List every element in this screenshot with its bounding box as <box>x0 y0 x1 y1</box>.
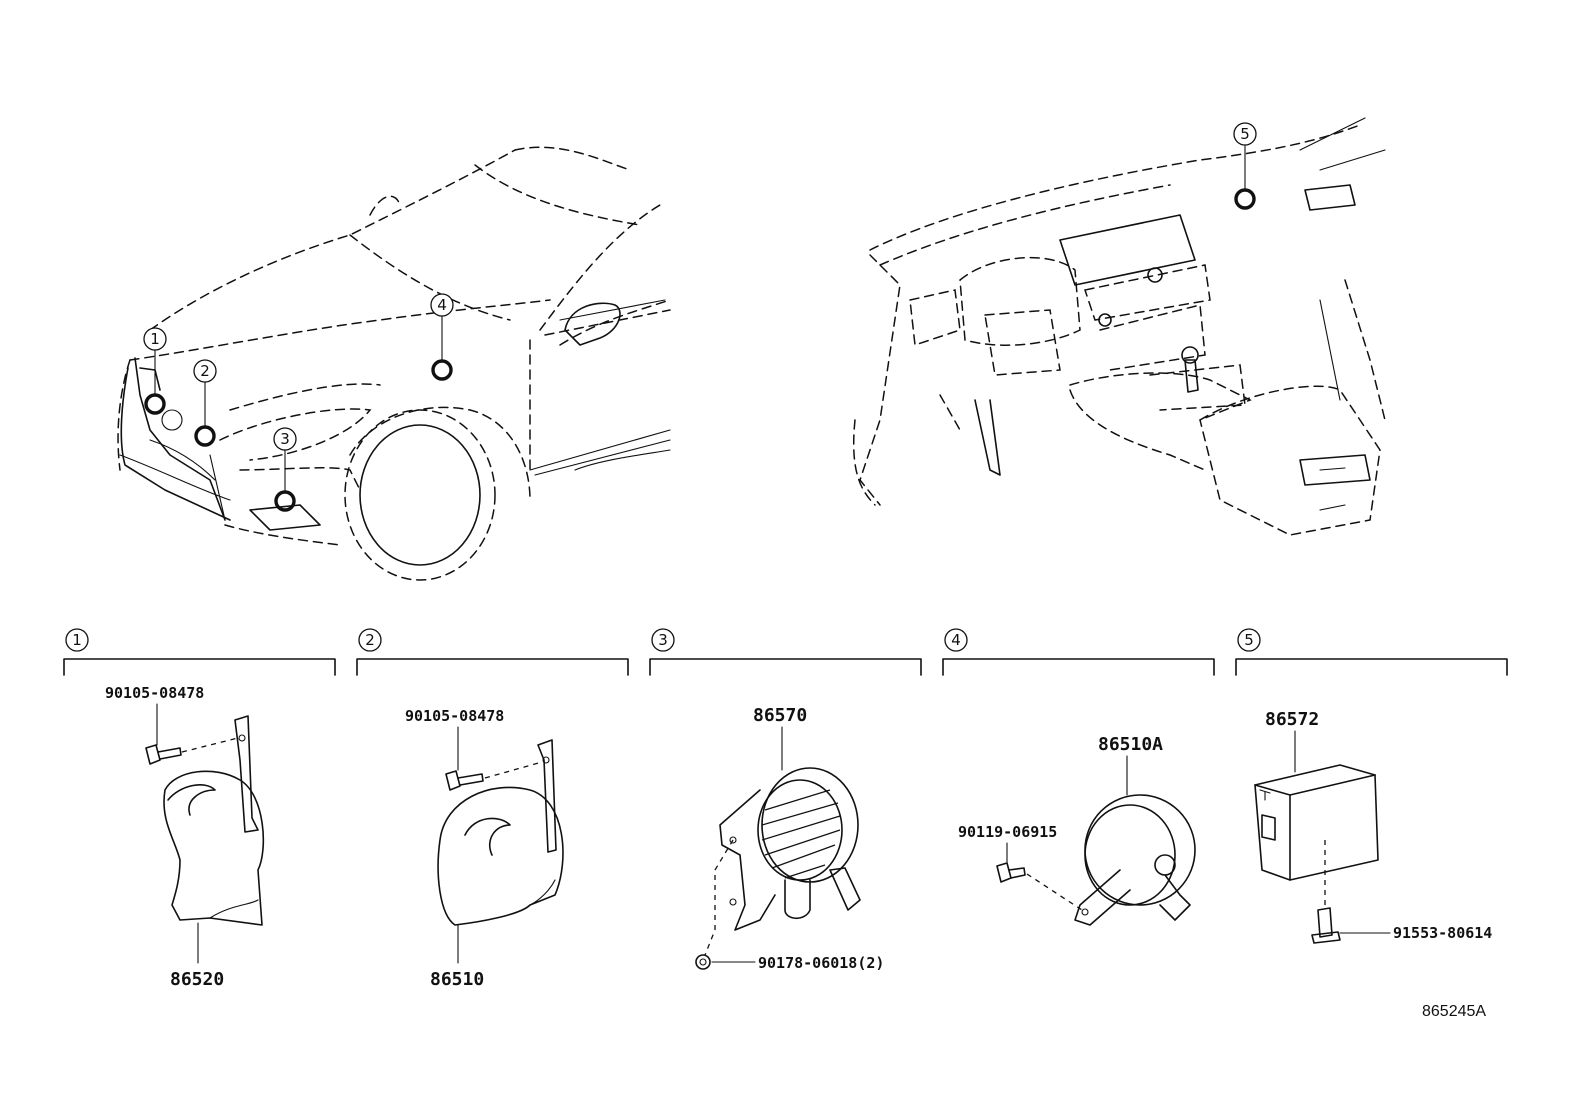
group-4-number: 4 <box>951 631 961 649</box>
location-marker-4 <box>431 359 453 381</box>
location-marker-2 <box>194 425 216 447</box>
group-3-siren-86570: 86570 90178-06018(2) <box>695 705 884 972</box>
group-3-nut-number: 90178-06018(2) <box>758 954 884 972</box>
group-headers: 1 2 3 4 5 <box>63 628 1508 676</box>
top-callouts: 1 2 3 4 5 <box>143 122 1257 451</box>
group-2-number: 2 <box>365 631 375 649</box>
group-5-bolt-number: 91553-80614 <box>1393 924 1492 942</box>
group-5-number: 5 <box>1244 631 1254 649</box>
location-marker-3 <box>274 490 296 512</box>
group-5-part-number: 86572 <box>1265 709 1319 730</box>
group-1-horn-86520: 90105-08478 86520 <box>105 684 265 990</box>
dashboard-illustration <box>852 117 1386 536</box>
group-4-bolt-number: 90119-06915 <box>958 823 1057 841</box>
group-3-part-number: 86570 <box>753 705 807 726</box>
callout-2-label: 2 <box>200 362 210 380</box>
callout-1-label: 1 <box>150 330 160 348</box>
bolt-icon <box>1317 907 1333 938</box>
bolt-icon <box>996 862 1012 883</box>
group-1-bolt-number: 90105-08478 <box>105 684 204 702</box>
location-markers <box>144 145 1256 512</box>
callout-3-label: 3 <box>280 430 290 448</box>
group-1-number: 1 <box>72 631 82 649</box>
group-5-module-86572: 86572 91553-80614 <box>1254 709 1492 944</box>
diagram-reference-id: 865245A <box>1422 1003 1486 1020</box>
bolt-icon <box>145 744 161 765</box>
bolt-icon <box>445 770 461 791</box>
group-4-horn-86510a: 86510A 90119-06915 <box>958 734 1196 926</box>
nut-icon <box>695 954 711 970</box>
group-4-part-number: 86510A <box>1098 734 1163 755</box>
group-2-bolt-number: 90105-08478 <box>405 707 504 725</box>
module-icon <box>1254 764 1379 881</box>
callout-5-label: 5 <box>1240 125 1250 143</box>
horn-icon <box>1084 794 1196 906</box>
location-marker-1 <box>144 393 166 415</box>
car-exterior-illustration <box>117 146 671 581</box>
callout-4-label: 4 <box>437 296 447 314</box>
group-2-horn-86510: 90105-08478 86510 <box>405 707 564 990</box>
horn-icon <box>437 786 564 926</box>
group-2-part-number: 86510 <box>430 969 484 990</box>
group-1-part-number: 86520 <box>170 969 224 990</box>
group-3-number: 3 <box>658 631 668 649</box>
location-marker-5 <box>1234 188 1256 210</box>
horn-icon <box>163 770 265 926</box>
